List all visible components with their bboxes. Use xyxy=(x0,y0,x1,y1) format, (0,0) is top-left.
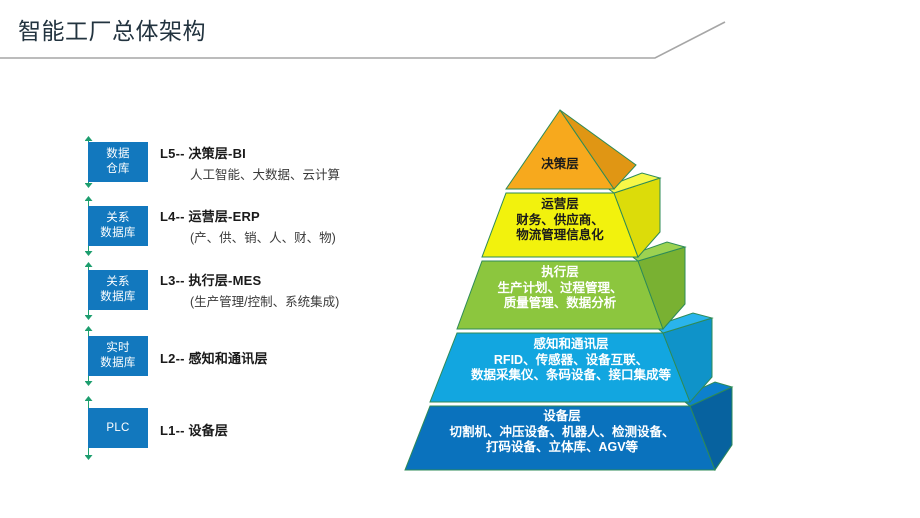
db-box-line-1: 实时 xyxy=(106,342,130,354)
db-box-line-2: 数据库 xyxy=(100,227,136,239)
db-box-line-1: 关系 xyxy=(106,276,130,288)
level-item-l3: L3-- 执行层-MES (生产管理/控制、系统集成) xyxy=(160,270,390,310)
db-box-line-1: 关系 xyxy=(106,212,130,224)
arrow-up-icon xyxy=(84,262,93,267)
level-detail-l4: (产、供、销、人、财、物) xyxy=(190,231,336,245)
arrow-down-icon xyxy=(84,251,93,256)
level-item-l2: L2-- 感知和通讯层 xyxy=(160,348,390,369)
arrow-up-icon xyxy=(84,136,93,141)
pyramid-tier-operation[interactable] xyxy=(481,172,662,258)
arrow-up-icon xyxy=(84,396,93,401)
pyramid-tier-execution[interactable] xyxy=(456,241,687,330)
architecture-level-list: 数据 仓库 L5-- 决策层-BI 人工智能、大数据、云计算 关系 数据库 L4… xyxy=(0,0,390,518)
db-box-line-2: 数据库 xyxy=(100,357,136,369)
db-box-line-1: PLC xyxy=(106,421,130,434)
db-box-relational-db-l4[interactable]: 关系 数据库 xyxy=(88,206,148,246)
pyramid-tier-decision[interactable] xyxy=(505,109,637,190)
db-box-data-warehouse[interactable]: 数据 仓库 xyxy=(88,142,148,182)
level-detail-l5: 人工智能、大数据、云计算 xyxy=(190,168,341,182)
architecture-pyramid: 决策层 运营层 财务、供应商、 物流管理信息化 执行层 生产计划、过程管理、 质… xyxy=(380,105,740,495)
arrow-down-icon xyxy=(84,183,93,188)
level-item-l4: L4-- 运营层-ERP (产、供、销、人、财、物) xyxy=(160,206,390,246)
arrow-up-icon xyxy=(84,326,93,331)
arrow-down-icon xyxy=(84,381,93,386)
db-box-line-1: 数据 xyxy=(106,148,130,160)
level-title-l5: L5-- 决策层-BI xyxy=(160,146,246,161)
level-title-l1: L1-- 设备层 xyxy=(160,423,229,438)
pyramid-tier-equipment[interactable] xyxy=(404,381,734,472)
db-box-relational-db-l3[interactable]: 关系 数据库 xyxy=(88,270,148,310)
level-item-l5: L5-- 决策层-BI 人工智能、大数据、云计算 xyxy=(160,143,390,183)
db-box-line-2: 数据库 xyxy=(100,291,136,303)
arrow-down-icon xyxy=(84,315,93,320)
arrow-down-icon xyxy=(84,455,93,460)
level-item-l1: L1-- 设备层 xyxy=(160,420,390,441)
header-divider xyxy=(0,21,726,59)
level-detail-l3: (生产管理/控制、系统集成) xyxy=(190,295,340,309)
level-title-l4: L4-- 运营层-ERP xyxy=(160,209,260,224)
db-box-plc[interactable]: PLC xyxy=(88,408,148,448)
arrow-up-icon xyxy=(84,196,93,201)
db-box-line-2: 仓库 xyxy=(106,163,130,175)
level-title-l2: L2-- 感知和通讯层 xyxy=(160,351,268,366)
level-title-l3: L3-- 执行层-MES xyxy=(160,273,262,288)
page-title: 智能工厂总体架构 xyxy=(18,18,206,44)
db-box-realtime-db[interactable]: 实时 数据库 xyxy=(88,336,148,376)
